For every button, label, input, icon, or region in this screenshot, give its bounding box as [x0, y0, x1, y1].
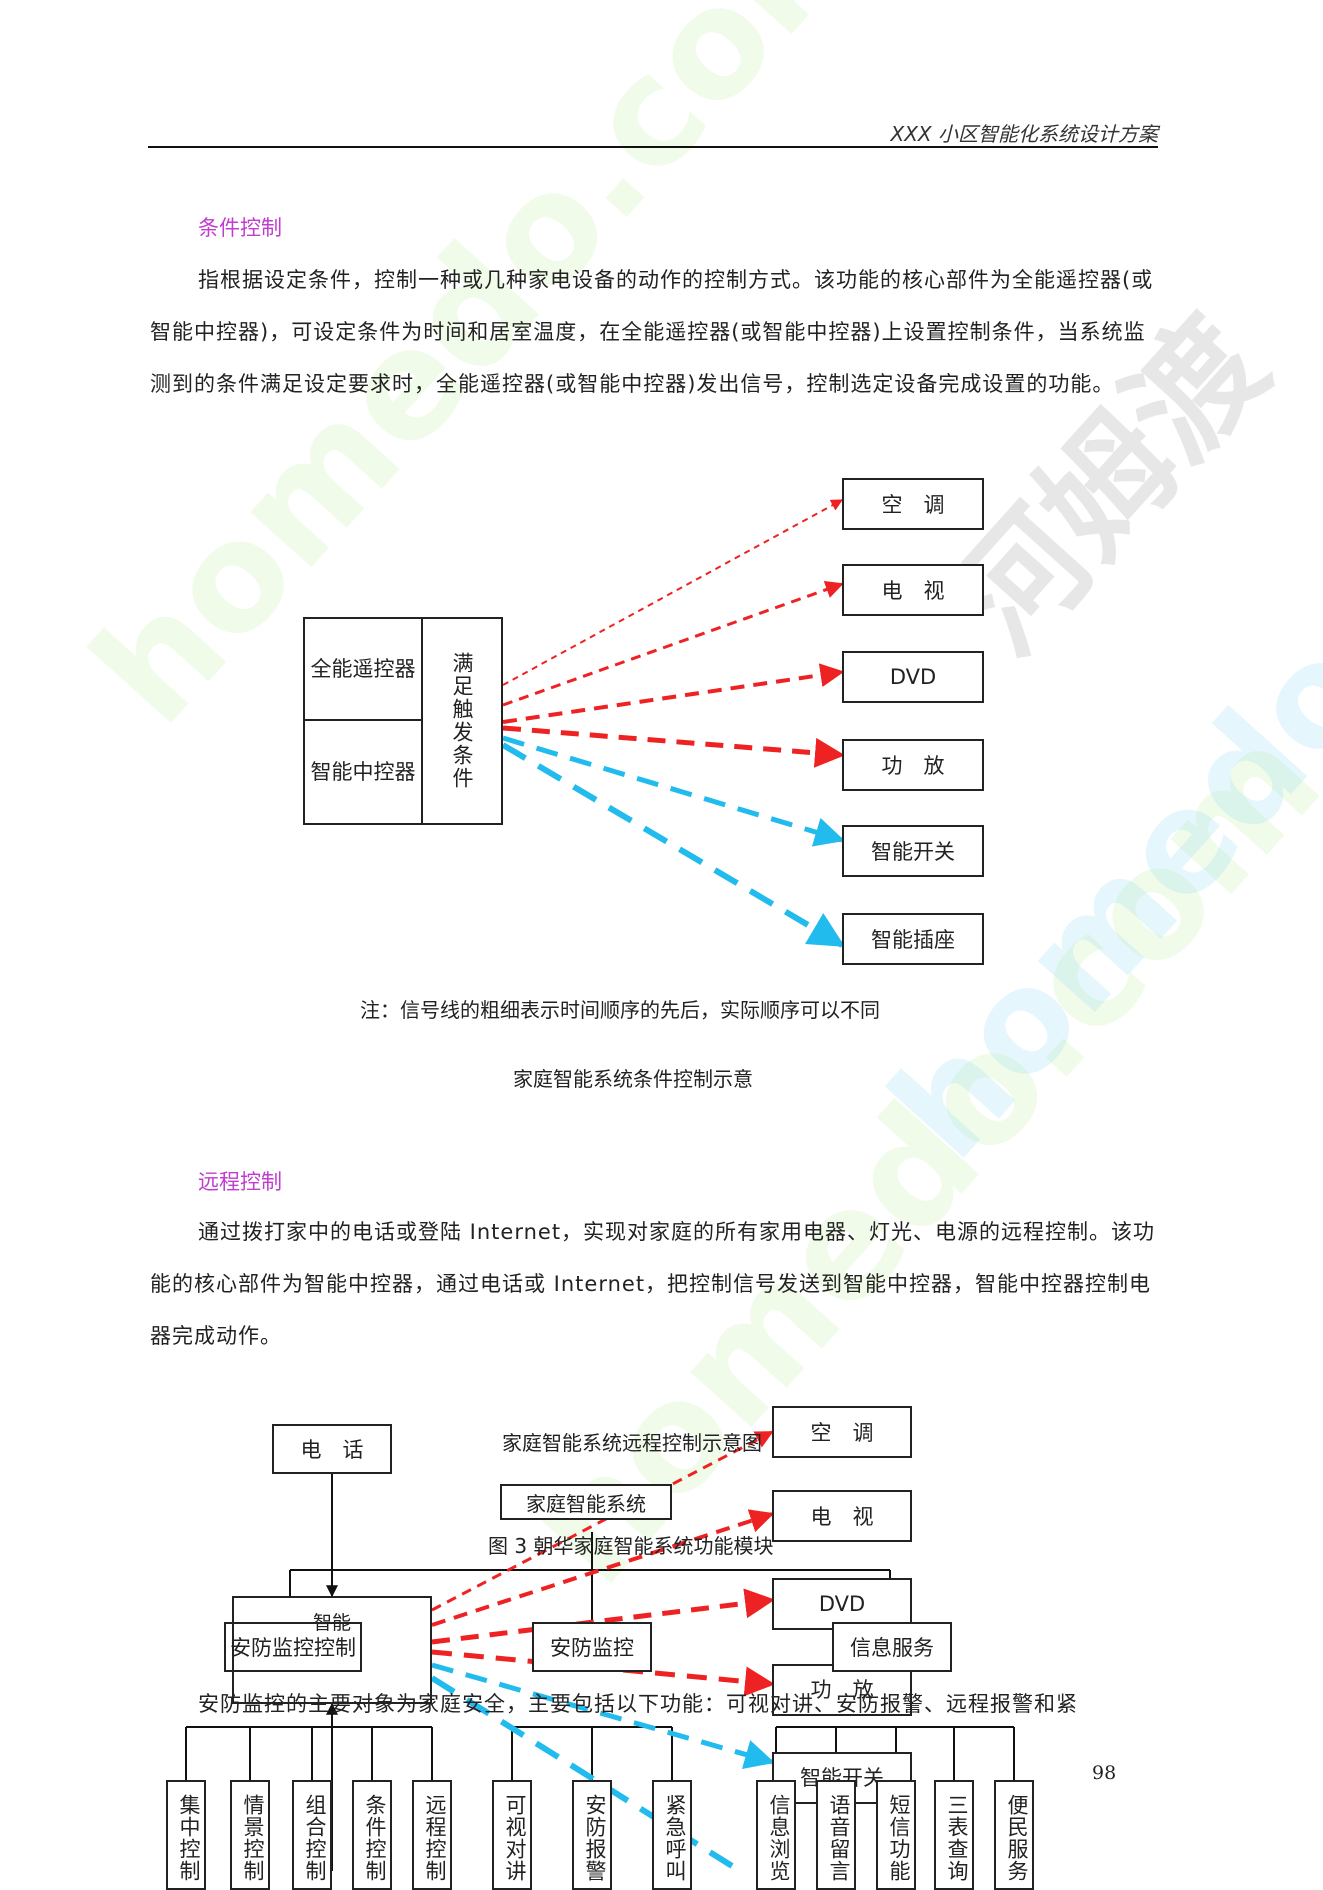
target-amplifier: 功 放 — [842, 739, 984, 791]
system-box: 家庭智能系统 — [500, 1484, 672, 1520]
security-paragraph: 安防监控的主要对象为家庭安全，主要包括以下功能：可视对讲、安防报警、远程报警和紧 — [198, 1692, 1078, 1716]
remote-arrow-tv — [431, 1509, 775, 1627]
leaf-scene-control: 情景控制 — [230, 1780, 270, 1890]
header-divider — [148, 146, 1158, 148]
remote-arrow-ac — [431, 1430, 774, 1612]
arrow-to-ac — [502, 499, 844, 686]
leaf-convenience-service: 便民服务 — [994, 1780, 1034, 1890]
section-paragraph-condition-control: 指根据设定条件，控制一种或几种家电设备的动作的控制方式。该功能的核心部件为全能遥… — [150, 268, 1154, 396]
target-smart-socket: 智能插座 — [842, 913, 984, 965]
section-title-remote-control: 远程控制 — [198, 1170, 282, 1194]
leaf-emergency-call: 紧急呼叫 — [652, 1780, 692, 1890]
trigger-condition-box: 满足触发条件 — [421, 617, 503, 825]
smart-controller-box: 智能中控器 — [303, 719, 423, 825]
trigger-condition-label: 满足触发条件 — [450, 652, 474, 790]
leaf-remote-control: 远程控制 — [412, 1780, 452, 1890]
universal-remote-box: 全能遥控器 — [303, 617, 423, 721]
condition-arrows-svg — [501, 499, 846, 948]
module-info-service: 信息服务 — [832, 1622, 952, 1672]
remote-controller-box: 智能 — [232, 1596, 432, 1704]
leaf-video-intercom: 可视对讲 — [492, 1780, 532, 1890]
section-paragraph-remote-control: 通过拨打家中的电话或登陆 Internet，实现对家庭的所有家用电器、灯光、电源… — [150, 1220, 1156, 1348]
remote-target-tv: 电 视 — [772, 1490, 912, 1542]
target-dvd: DVD — [842, 651, 984, 703]
leaf-voice-message: 语音留言 — [816, 1780, 856, 1890]
overlap-label-box: 安防监控控制 — [224, 1622, 362, 1672]
figure3-caption: 图 3 朝华家庭智能系统功能模块 — [488, 1534, 774, 1558]
arrow-to-smart-switch — [502, 735, 845, 847]
leaf-sms-function: 短信功能 — [876, 1780, 916, 1890]
arrow-to-dvd — [502, 663, 845, 724]
leaf-centralized-control: 集中控制 — [166, 1780, 206, 1890]
target-tv: 电 视 — [842, 564, 984, 616]
target-ac: 空 调 — [842, 478, 984, 530]
module-security: 安防监控 — [532, 1622, 652, 1672]
leaf-security-alarm: 安防报警 — [572, 1780, 612, 1890]
diagram-note: 注：信号线的粗细表示时间顺序的先后，实际顺序可以不同 — [360, 998, 880, 1022]
leaf-condition-control: 条件控制 — [352, 1780, 392, 1890]
remote-target-amp: 功 放 — [772, 1664, 912, 1716]
target-smart-switch: 智能开关 — [842, 825, 984, 877]
header-title: XXX 小区智能化系统设计方案 — [890, 122, 1158, 146]
remote-diagram-caption: 家庭智能系统远程控制示意图 — [502, 1431, 762, 1455]
remote-target-dvd: DVD — [772, 1578, 912, 1630]
remote-arrow-switch — [431, 1662, 775, 1770]
diagram-caption: 家庭智能系统条件控制示意 — [513, 1067, 753, 1091]
section-title-condition-control: 条件控制 — [198, 216, 282, 240]
phone-box: 电 话 — [272, 1424, 392, 1474]
arrow-to-tv — [502, 580, 844, 707]
remote-target-ac: 空 调 — [772, 1406, 912, 1458]
arrow-to-smart-socket — [501, 742, 846, 948]
leaf-meter-query: 三表查询 — [934, 1780, 974, 1890]
leaf-combined-control: 组合控制 — [292, 1780, 332, 1890]
page-number: 98 — [1092, 1762, 1117, 1784]
leaf-info-browse: 信息浏览 — [756, 1780, 796, 1890]
